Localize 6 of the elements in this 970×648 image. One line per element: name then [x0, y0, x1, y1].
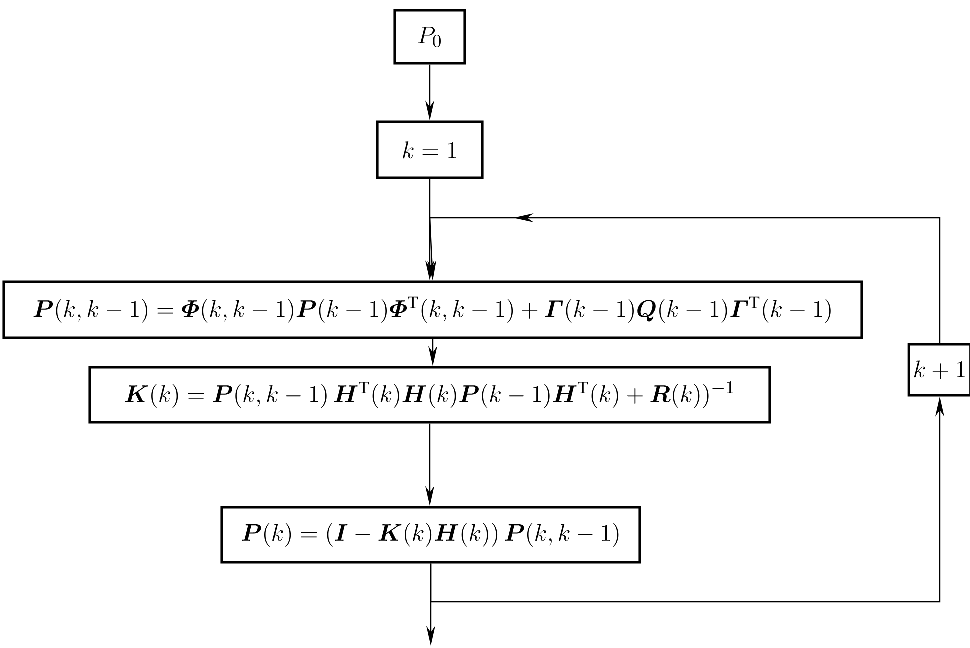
formula-box: $\bm{K}(k)=\bm{P}(k,k-1)\,\bm{H}^{\mathrm{T}}(k)\bm{H}(k)\bm{P}(k-1)\bm{H}^{\mathrm{T}}(k)+\bm{R}(k))^{-1}$ — [88, 366, 772, 424]
formula-box: $P_0$ — [394, 9, 466, 65]
formula-box: $\bm{P}(k)=(\bm{I}-\bm{K}(k)\bm{H}(k))\,\bm{P}(k,k-1)$ — [220, 506, 642, 564]
formula-box: $k+1$ — [908, 343, 970, 397]
formula-box: $\bm{P}(k,k-1)=\bm{\varPhi}(k,k-1)\bm{P}(k-1)\bm{\varPhi}^{\mathrm{T}}(k,k-1)+\bm{\varGamma}(k-1)\bm{Q}(k-1)\bm{\varGamma}^{\mathrm{T}}(k-1)$ — [2, 280, 864, 340]
formula-box: $k=1$ — [376, 120, 484, 180]
